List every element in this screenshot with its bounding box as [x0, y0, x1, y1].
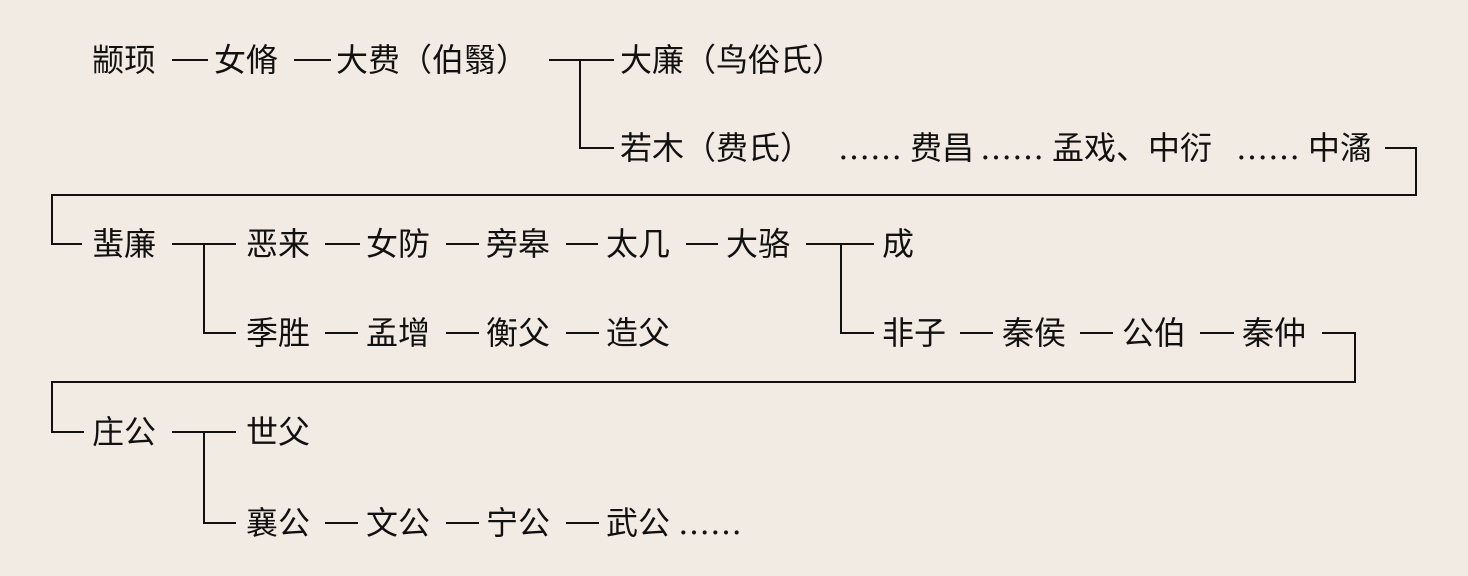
node-mengxi: 孟戏、中衍	[1052, 129, 1213, 167]
node-dalian: 大廉（鸟俗氏）	[620, 41, 845, 79]
node-zhongyu: 中潏	[1308, 129, 1373, 167]
ellipsis-4: ……	[678, 504, 742, 542]
node-feizi: 非子	[882, 314, 947, 352]
node-xianggong: 襄公	[246, 504, 311, 542]
link-qinzhong-zhuanggong	[51, 332, 1356, 433]
node-panggao: 旁皋	[486, 225, 551, 263]
link-zhongyu-feilian	[51, 147, 1417, 245]
node-nvfang: 女防	[366, 225, 431, 263]
node-nvxiu: 女脩	[214, 41, 279, 79]
node-elai: 恶来	[246, 225, 311, 263]
node-jisheng: 季胜	[246, 314, 311, 352]
node-taiji: 太几	[606, 225, 671, 263]
node-zhuanxu: 颛顼	[92, 41, 157, 79]
node-gongbo: 公伯	[1122, 314, 1187, 352]
node-dafei: 大费（伯翳）	[336, 41, 529, 79]
node-mengzeng: 孟增	[366, 314, 431, 352]
ellipsis-3: ……	[1236, 129, 1300, 167]
link-zhuanggong-xianggong	[203, 432, 236, 524]
node-wugong: 武公	[606, 504, 671, 542]
link-daluo-feizi	[840, 244, 874, 334]
node-shifu: 世父	[246, 413, 311, 451]
node-qinhou: 秦侯	[1002, 314, 1067, 352]
ellipsis-1: ……	[838, 129, 902, 167]
node-feichang: 费昌	[910, 129, 975, 167]
node-daluo: 大骆	[726, 225, 791, 263]
node-ruomu: 若木（费氏）	[620, 129, 813, 167]
ellipsis-2: ……	[980, 129, 1044, 167]
node-zaofu: 造父	[606, 314, 671, 352]
link-feilian-jisheng	[203, 244, 236, 334]
node-zhuanggong: 庄公	[92, 413, 157, 451]
node-feilian: 蜚廉	[92, 225, 157, 263]
node-qinzhong: 秦仲	[1242, 314, 1307, 352]
node-hengfu: 衡父	[486, 314, 551, 352]
link-dafei-ruomu	[579, 60, 614, 149]
node-ninggong: 宁公	[486, 504, 551, 542]
node-cheng: 成	[882, 225, 915, 263]
node-wengong: 文公	[366, 504, 431, 542]
